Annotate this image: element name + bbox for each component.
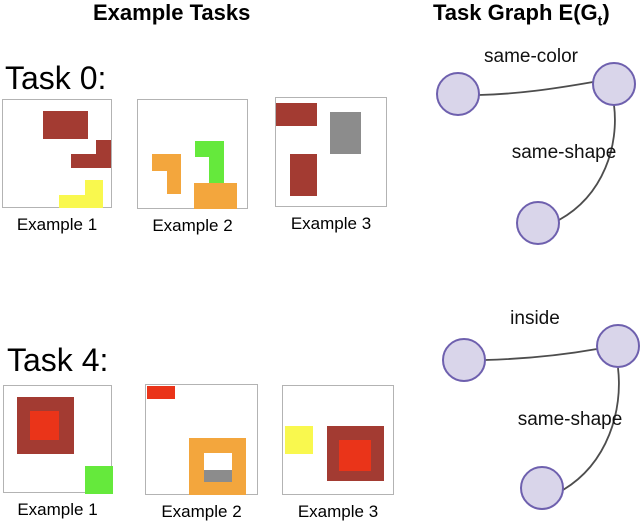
task-4-example-1: Example 1	[3, 385, 113, 519]
task-4-example-3: Example 3	[282, 385, 394, 521]
edge-label: same-shape	[518, 409, 623, 430]
shape-rect-gray	[204, 470, 232, 482]
graph-edge	[484, 348, 598, 361]
shape-rect-yellow	[59, 195, 103, 208]
task-4-graph-right-node	[596, 324, 640, 368]
task-0-graph-bottom-node	[516, 201, 560, 245]
example-image-frame	[282, 385, 394, 495]
task-0-label: Task 0:	[5, 60, 107, 96]
shape-rect-orange	[194, 183, 237, 209]
task-graph-title-subscript: t	[597, 12, 603, 29]
shape-rect-brick	[290, 154, 317, 196]
task-graph-title-main: Task Graph E(G	[433, 0, 598, 25]
example-image-frame	[145, 384, 258, 495]
example-caption: Example 3	[297, 502, 379, 521]
task-4-graph-bottom-node	[520, 466, 564, 510]
graph-edge	[478, 81, 594, 96]
task-4-graph: inside same-shape	[442, 308, 640, 510]
shape-rect-green	[85, 466, 113, 494]
edge-label: inside	[510, 308, 560, 329]
edge-label: same-shape	[512, 142, 617, 163]
example-caption: Example 1	[17, 500, 98, 519]
shape-rect-white	[204, 453, 232, 470]
shape-rect-green	[195, 141, 224, 157]
shape-rect-orange	[152, 154, 181, 171]
graph-edge	[558, 104, 616, 221]
shape-rect-gray	[330, 112, 361, 154]
example-image-frame	[3, 385, 113, 494]
example-image-frame	[2, 99, 112, 208]
task-0-example-3: Example 3	[275, 97, 387, 233]
shape-rect-brick	[43, 111, 88, 139]
shape-rect-red	[30, 411, 59, 440]
shape-rect-green	[209, 157, 224, 183]
examples-column-title: Example Tasks	[93, 0, 251, 25]
edge-label: same-color	[484, 46, 579, 67]
task-4-graph-left-node	[442, 338, 486, 382]
example-image-frame	[275, 97, 387, 207]
task-graph-column-title: Task Graph E(Gt)	[433, 0, 610, 28]
task-0-graph-right-node	[592, 62, 636, 106]
shape-rect-brick	[71, 154, 111, 168]
example-image-frame	[137, 99, 248, 209]
task-0-graph: same-color same-shape	[436, 46, 636, 245]
example-caption: Example 2	[152, 216, 233, 235]
shape-rect-orange	[167, 171, 181, 194]
example-caption: Example 1	[16, 215, 98, 234]
graph-edge	[562, 367, 620, 491]
shape-rect-brick	[276, 103, 317, 126]
shape-rect-red	[147, 386, 175, 399]
task-0-example-1: Example 1	[2, 99, 112, 234]
task-4-label: Task 4:	[7, 342, 109, 378]
task-0-graph-left-node	[436, 72, 480, 116]
task-0-example-2: Example 2	[137, 99, 248, 235]
shape-rect-yellow	[285, 426, 313, 454]
shape-rect-red	[339, 440, 371, 471]
example-caption: Example 2	[161, 502, 242, 521]
example-caption: Example 3	[290, 214, 372, 233]
task-graph-title-close: )	[602, 0, 610, 25]
task-4-example-2: Example 2	[145, 384, 258, 521]
